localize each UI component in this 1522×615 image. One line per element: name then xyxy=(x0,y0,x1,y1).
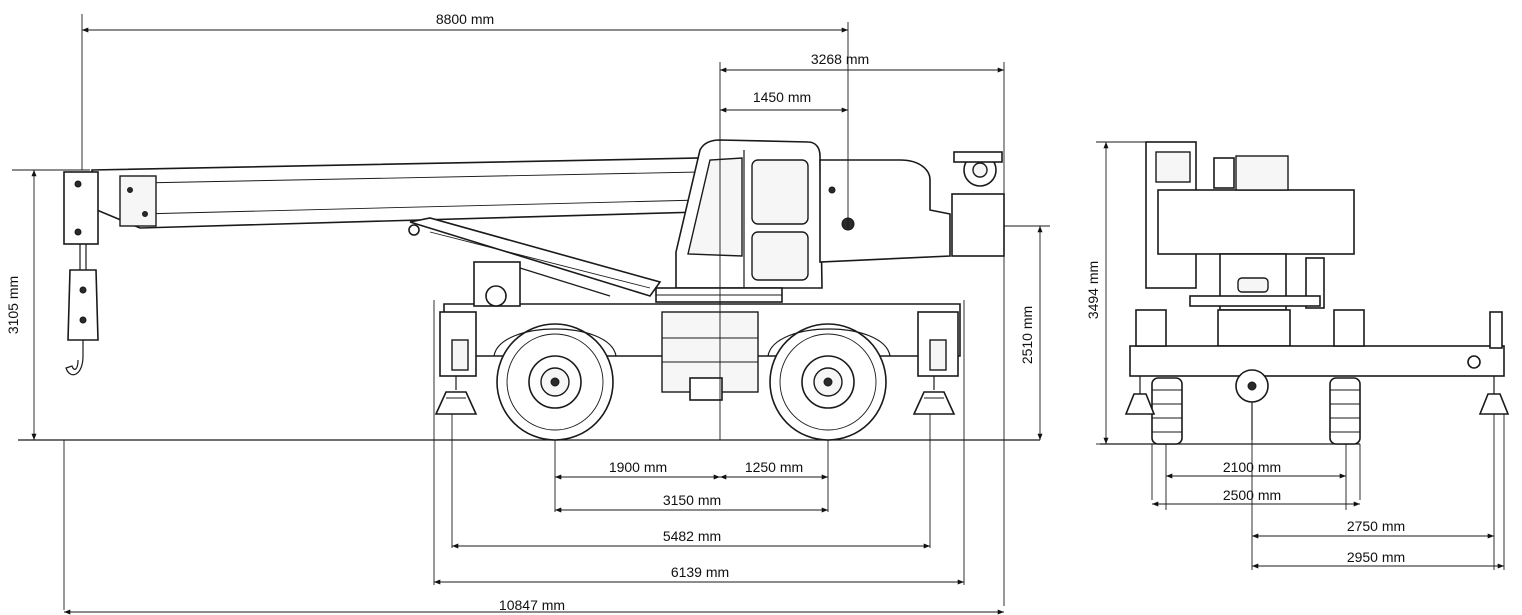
outrigger-front xyxy=(434,311,478,415)
turret xyxy=(819,151,1005,263)
dim-outrigger-spacing: 5482 mm xyxy=(663,528,721,544)
rear-fender xyxy=(767,328,891,357)
boom xyxy=(63,157,701,245)
lift-cylinder xyxy=(408,217,662,297)
operator-cab xyxy=(675,139,823,289)
dim-overall-body-length: 6139 mm xyxy=(671,564,729,580)
dim-boom-pivot-height: 3105 mm xyxy=(5,276,21,334)
crane-rear-view xyxy=(1124,141,1510,445)
front-wheel xyxy=(496,323,614,441)
dim-overall-width: 2500 mm xyxy=(1223,487,1281,503)
dim-rear-height: 3494 mm xyxy=(1085,261,1101,319)
dim-rear-slew-radius: 3268 mm xyxy=(811,51,869,67)
dim-outrigger-half-span-extended: 2950 mm xyxy=(1347,549,1405,565)
dim-outrigger-half-span: 2750 mm xyxy=(1347,518,1405,534)
side-view-dimensions: 8800 mm 3268 mm 1450 mm 3105 mm 2510 mm … xyxy=(5,11,1050,615)
dim-track-width: 2100 mm xyxy=(1223,459,1281,475)
rear-wheel xyxy=(769,323,887,441)
dim-wheelbase: 3150 mm xyxy=(663,492,721,508)
hook-block xyxy=(65,244,99,376)
crane-side-view xyxy=(63,139,1005,441)
outrigger-rear xyxy=(912,311,959,415)
dim-front-axle-to-center: 1900 mm xyxy=(609,459,667,475)
dim-total-length: 10847 mm xyxy=(499,597,565,613)
slew-ring xyxy=(655,287,783,303)
rear-view-dimensions: 3494 mm 2100 mm 2500 mm 2750 mm 2950 mm xyxy=(1085,141,1505,570)
front-fender xyxy=(493,328,617,357)
dim-overall-height: 2510 mm xyxy=(1019,306,1035,364)
dim-overall-boom-length: 8800 mm xyxy=(436,11,494,27)
dim-cab-offset: 1450 mm xyxy=(753,89,811,105)
dim-center-to-rear-axle: 1250 mm xyxy=(745,459,803,475)
